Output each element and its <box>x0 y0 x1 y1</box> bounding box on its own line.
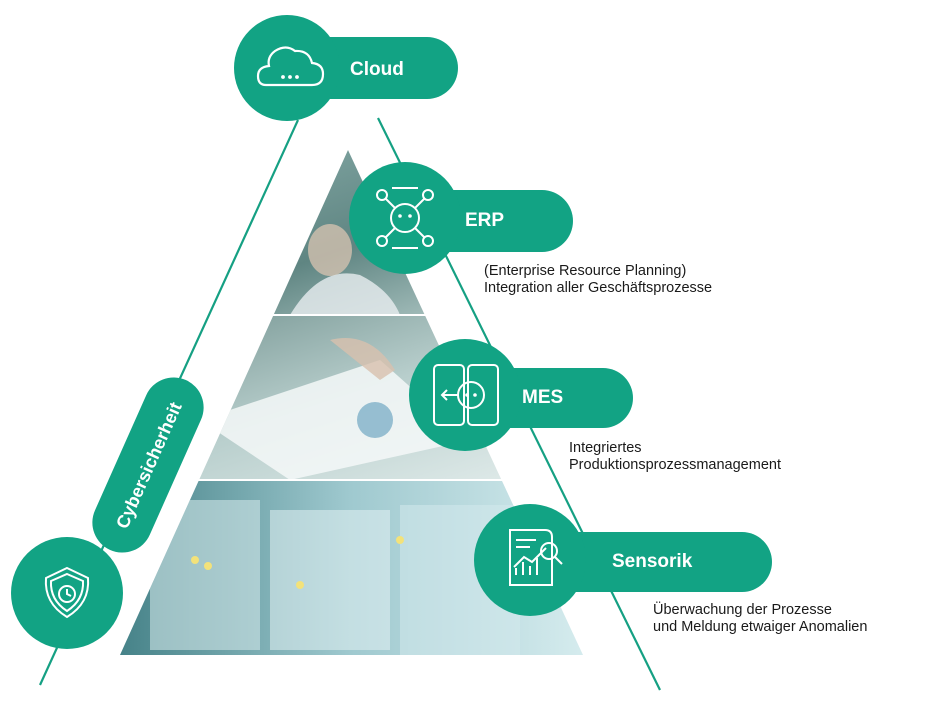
sensorik-label: Sensorik <box>612 551 693 572</box>
shield-clock-icon <box>44 566 90 619</box>
cloud-icon <box>256 46 325 87</box>
cloud-node: Cloud <box>234 15 458 121</box>
mes-node: MES <box>409 339 633 451</box>
mes-label: MES <box>522 387 563 408</box>
mes-description: Integriertes Produktionsprozessmanagemen… <box>569 440 781 474</box>
mes-description-line-2: Produktionsprozessmanagement <box>569 457 781 473</box>
sensorik-description-line-1: Überwachung der Prozesse <box>653 602 832 618</box>
security-pill <box>92 377 204 553</box>
sensorik-description-line-2: und Meldung etwaiger Anomalien <box>653 619 868 635</box>
erp-description: (Enterprise Resource Planning) Integrati… <box>484 263 712 297</box>
erp-description-line-1: (Enterprise Resource Planning) <box>484 263 687 279</box>
network-nodes-icon <box>376 187 434 249</box>
sensorik-node: Sensorik <box>474 504 772 616</box>
sensorik-description: Überwachung der Prozesse und Meldung etw… <box>653 602 867 636</box>
cloud-label: Cloud <box>350 59 404 80</box>
erp-label: ERP <box>465 210 504 231</box>
cloud-circle <box>234 15 340 121</box>
mobile-sync-icon <box>433 364 499 426</box>
erp-node: ERP <box>349 162 573 274</box>
erp-description-line-2: Integration aller Geschäftsprozesse <box>484 280 713 296</box>
erp-circle <box>349 162 461 274</box>
mes-description-line-1: Integriertes <box>569 440 642 456</box>
report-magnifier-icon <box>509 529 563 586</box>
